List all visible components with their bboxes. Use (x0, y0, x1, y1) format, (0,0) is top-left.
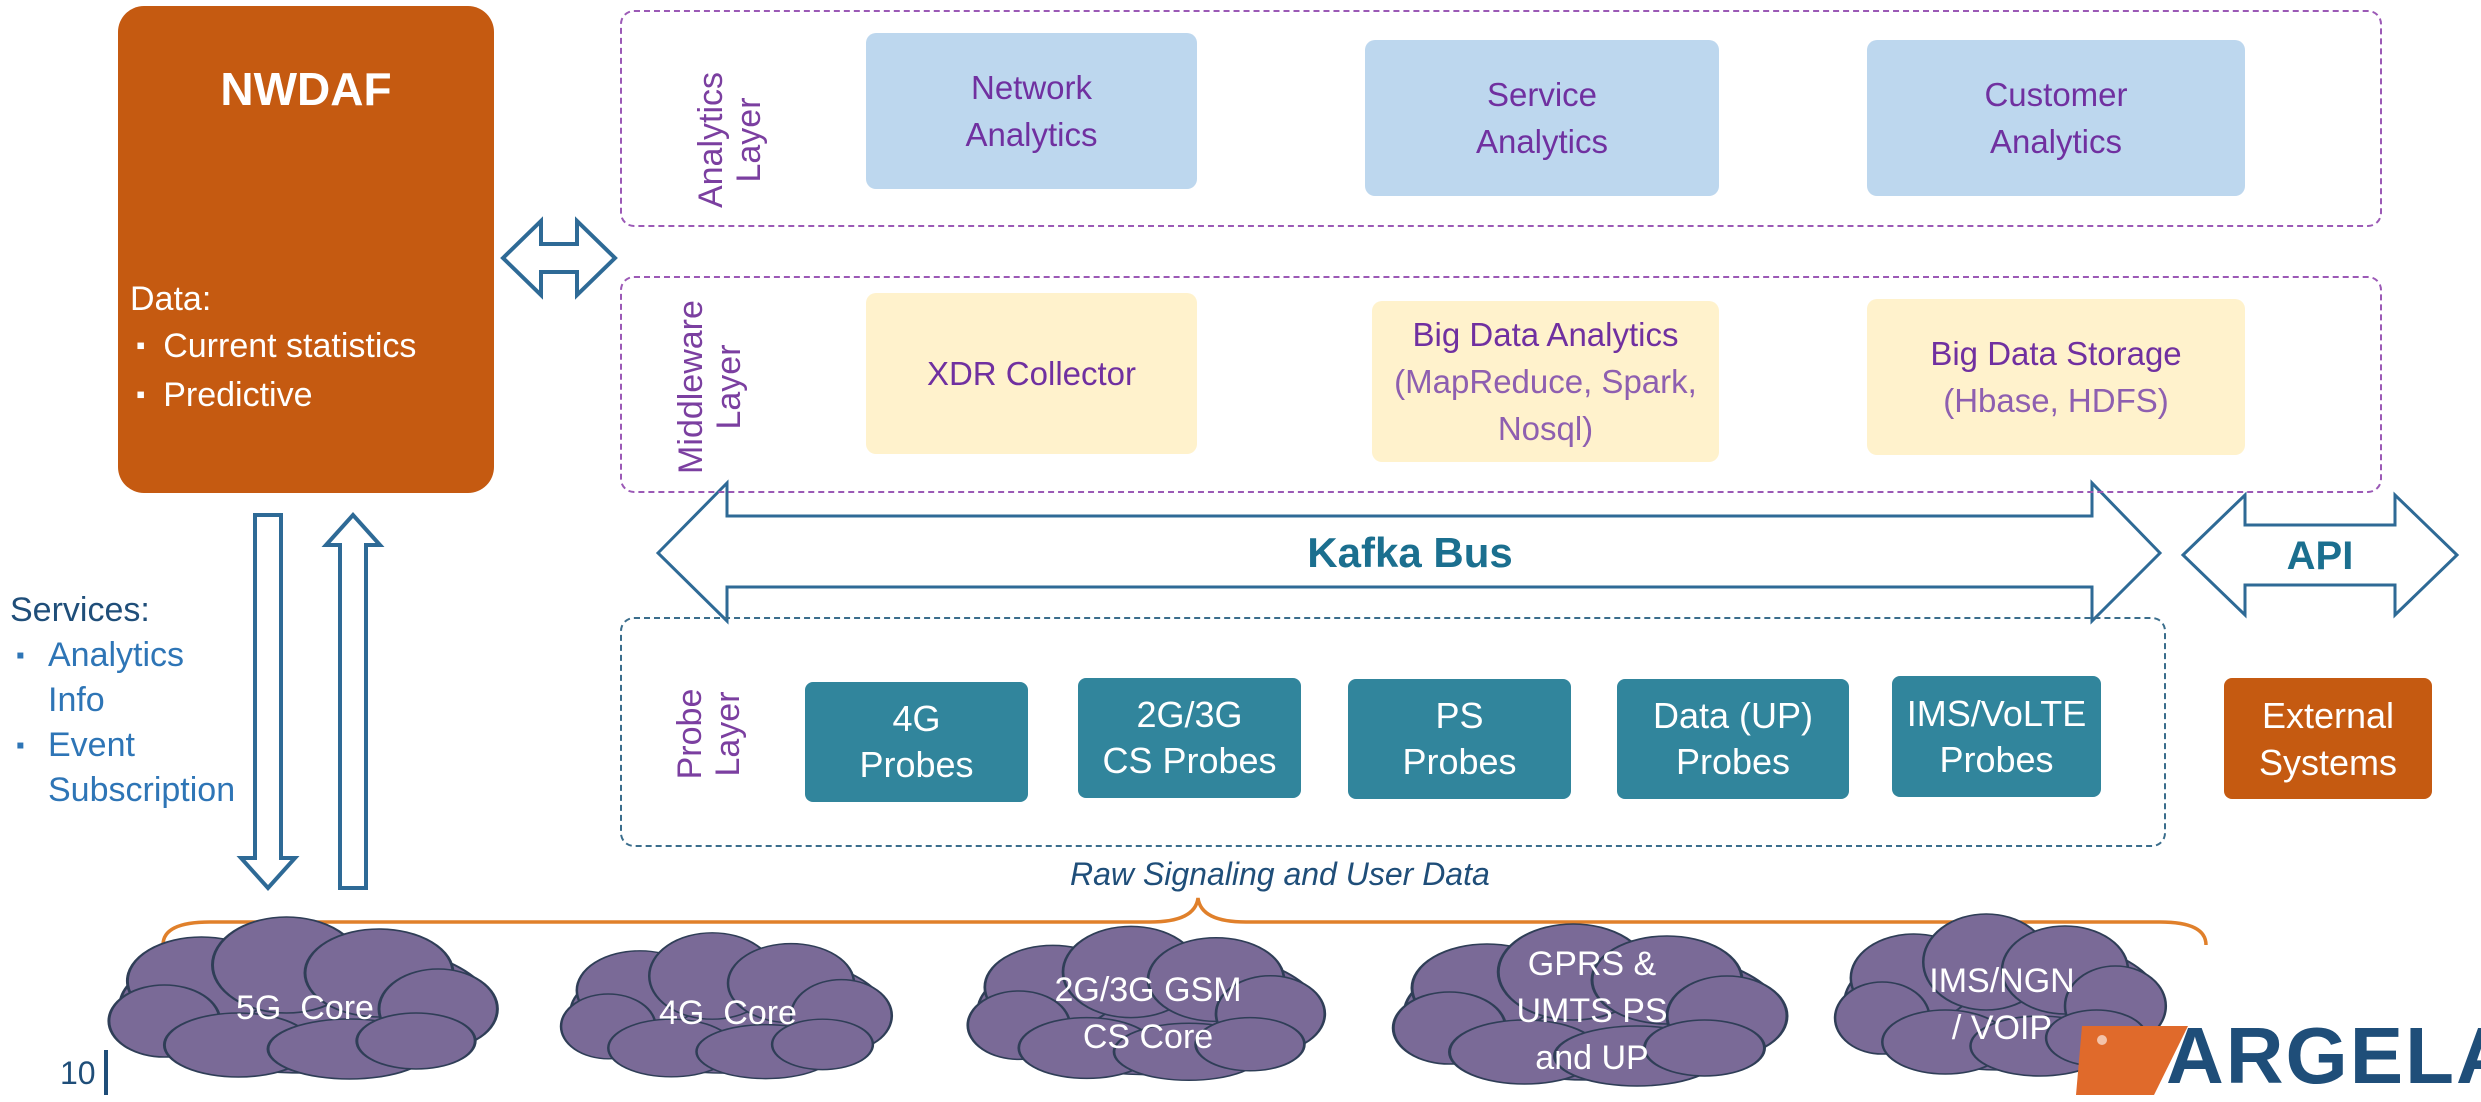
cloud-line: 4G Core (659, 993, 797, 1032)
argela-logo-text: ARGELA (2166, 1011, 2481, 1100)
service-item-line: Subscription (48, 771, 236, 809)
probe-box-data-up: Data (UP) Probes (1617, 679, 1849, 799)
nwdaf-data-section: Data: Current statistics Predictive (130, 276, 416, 421)
box-line: Big Data Analytics (1412, 316, 1679, 353)
page-number: 10 (60, 1055, 96, 1091)
box-line: 2G/3G (1136, 694, 1243, 735)
service-analytics-box: Service Analytics (1365, 40, 1719, 196)
nwdaf-analytics-double-arrow (500, 216, 618, 300)
box-line: (Hbase, HDFS) (1943, 382, 2169, 419)
raw-signaling-brace (161, 897, 2208, 946)
cloud-line: IMS/NGN (1929, 962, 2075, 1000)
kafka-bus-arrow (655, 479, 2163, 625)
up-arrow (321, 512, 385, 890)
service-item-line: Event (48, 726, 135, 764)
probe-box-2g3g: 2G/3G CS Probes (1078, 678, 1301, 798)
cloud-line: GPRS & (1527, 945, 1657, 983)
probe-layer (620, 617, 2166, 847)
core-label-gprs-umts: GPRS & UMTS PS and UP (1472, 939, 1712, 1084)
big-data-analytics-box: Big Data Analytics (MapReduce, Spark, No… (1372, 301, 1719, 462)
box-line: Probes (1402, 741, 1517, 782)
box-line: Nosql) (1497, 410, 1594, 447)
probe-box-ims-volte: IMS/VoLTE Probes (1892, 676, 2101, 797)
service-item-line: Info (48, 681, 105, 719)
xdr-collector-box: XDR Collector (866, 293, 1197, 454)
box-line: Analytics (1475, 123, 1609, 160)
bullet-icon: ▪ (16, 732, 25, 759)
probe-box-ps: PS Probes (1348, 679, 1571, 799)
service-item: ▪ Analytics Info (10, 633, 235, 723)
api-arrow (2180, 491, 2460, 619)
cloud-line: UMTS PS (1516, 992, 1668, 1030)
nwdaf-data-item: Predictive (130, 372, 416, 421)
probe-box-4g: 4G Probes (805, 682, 1028, 802)
argela-logo-mark (2076, 1026, 2188, 1095)
box-line: PS (1435, 695, 1484, 736)
box-line: Probes (1939, 738, 2054, 780)
box-line: IMS/VoLTE (1906, 692, 2087, 734)
cloud-line: / VOIP (1951, 1009, 2053, 1047)
box-line: XDR Collector (926, 355, 1137, 392)
cloud-line: and UP (1535, 1039, 1649, 1077)
services-title: Services: (10, 591, 150, 629)
box-line: 4G (892, 698, 941, 739)
core-label-ims-ngn: IMS/NGN / VOIP (1892, 955, 2112, 1055)
box-line: CS Probes (1102, 740, 1277, 781)
service-item-line: Analytics (48, 636, 185, 674)
box-line: Probes (859, 744, 974, 785)
big-data-storage-box: Big Data Storage (Hbase, HDFS) (1867, 299, 2245, 455)
api-label: API (2286, 533, 2354, 578)
box-line: External (2261, 694, 2395, 736)
cloud-line: CS Core (1082, 1018, 1214, 1056)
page-number-divider (104, 1050, 108, 1095)
box-line: Analytics (1989, 123, 2123, 160)
cloud-line: 5G Core (236, 988, 374, 1027)
core-label-2g3g: 2G/3G GSM CS Core (1018, 964, 1278, 1064)
cloud-line: 2G/3G GSM (1054, 971, 1242, 1009)
raw-signaling-label: Raw Signaling and User Data (1070, 856, 1490, 892)
nwdaf-data-label: Data: (130, 280, 212, 318)
customer-analytics-box: Customer Analytics (1867, 40, 2245, 196)
box-line: (MapReduce, Spark, (1394, 363, 1697, 400)
box-line: Network (970, 69, 1093, 106)
nwdaf-title: NWDAF (220, 63, 392, 115)
network-analytics-box: Network Analytics (866, 33, 1197, 189)
down-arrow (236, 513, 300, 891)
box-line: Customer (1984, 76, 2128, 113)
kafka-bus-label: Kafka Bus (1307, 529, 1513, 576)
middleware-layer (620, 276, 2382, 493)
service-item: ▪ Event Subscription (10, 723, 235, 813)
bullet-icon: ▪ (16, 642, 25, 669)
box-line: Big Data Storage (1930, 335, 2182, 372)
box-line: Probes (1675, 741, 1791, 782)
box-line: Analytics (965, 116, 1098, 153)
core-label-5g: 5G Core (205, 980, 405, 1036)
analytics-layer (620, 10, 2382, 227)
box-line: Systems (2258, 741, 2398, 783)
box-line: Data (UP) (1652, 695, 1814, 736)
services-section: Services: ▪ Analytics Info ▪ Event Subsc… (10, 588, 235, 813)
box-line: Service (1486, 76, 1598, 113)
nwdaf-data-item: Current statistics (130, 323, 416, 372)
core-label-4g: 4G Core (628, 985, 828, 1041)
external-systems-box: External Systems (2224, 678, 2432, 799)
